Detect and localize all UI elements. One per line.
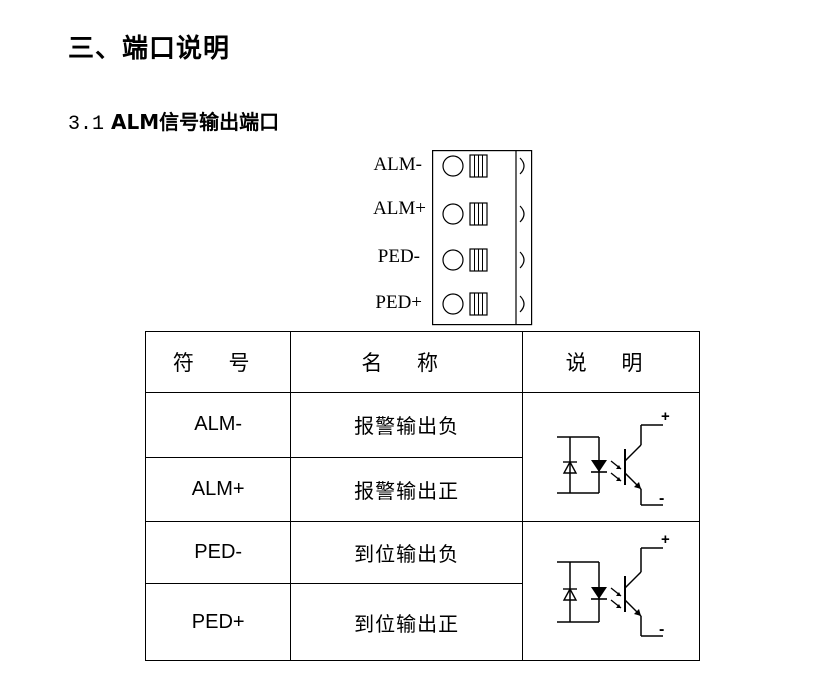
row-symbol: ALM- <box>144 392 292 458</box>
header-description: 说 明 <box>521 331 701 393</box>
subsection-text: ALM信号输出端口 <box>110 110 280 134</box>
port-table: 符 号 名 称 说 明 ALM- 报警输出负 <box>144 331 701 661</box>
row-symbol: PED+ <box>144 583 292 661</box>
pin-label-alm-plus: ALM+ <box>373 198 426 219</box>
plus-sign: + <box>661 531 670 548</box>
terminal-block-diagram <box>432 150 533 326</box>
minus-sign: - <box>659 621 664 638</box>
header-symbol: 符 号 <box>144 331 292 393</box>
row-name: 报警输出负 <box>290 392 523 458</box>
subsection-number: 3.1 <box>68 113 105 136</box>
row-name: 报警输出正 <box>290 456 523 522</box>
optocoupler-cell-ped: + - <box>521 521 701 661</box>
table-row: ALM- 报警输出负 <box>144 392 701 522</box>
pin-label-ped-plus: PED+ <box>375 292 422 313</box>
optocoupler-diagram: + - <box>556 408 670 507</box>
row-symbol: PED- <box>144 520 292 585</box>
row-symbol: ALM+ <box>144 456 292 522</box>
subsection-title: 3.1 ALM信号输出端口 <box>68 106 279 136</box>
row-name: 到位输出负 <box>290 520 523 585</box>
terminal-slot <box>442 154 525 178</box>
row-name: 到位输出正 <box>290 583 523 661</box>
header-name: 名 称 <box>290 331 523 393</box>
minus-sign: - <box>659 490 664 507</box>
terminal-slot <box>442 292 525 316</box>
pin-label-alm-minus: ALM- <box>373 154 422 175</box>
plus-sign: + <box>661 408 670 425</box>
section-title: 三、端口说明 <box>68 34 231 64</box>
pin-label-ped-minus: PED- <box>377 246 420 267</box>
table-row: PED+ 到位输出正 <box>144 583 700 661</box>
terminal-slot <box>442 202 525 226</box>
terminal-slot <box>442 248 525 272</box>
optocoupler-diagram: + - <box>556 531 670 638</box>
optocoupler-cell-alm: + - <box>521 392 701 522</box>
table-row: PED- 到位输出负 <box>144 520 701 661</box>
table-header-row: 符 号 名 称 说 明 <box>144 331 701 393</box>
